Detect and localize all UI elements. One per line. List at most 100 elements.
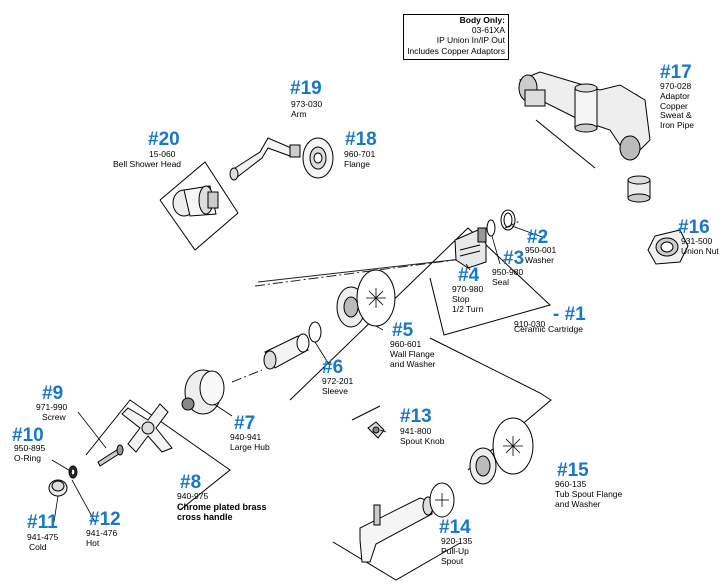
body-only-box: Body Only: 03-61XA IP Union In/IP Out In…: [403, 14, 509, 60]
part-3-pn: 950-980: [492, 267, 524, 277]
part-13-label: 941-800 Spout Knob: [400, 426, 445, 447]
washer-shape: [500, 209, 516, 231]
part-10-number: #10: [12, 425, 44, 446]
part-15-desc1: Tub Spout Flange: [555, 488, 623, 499]
part-17-pn: 970-028: [660, 81, 692, 91]
pull-up-spout-shape: [359, 496, 434, 563]
part-4-label: 970-980 Stop 1/2 Turn: [452, 284, 484, 314]
bell-shower-head-shape: [172, 185, 219, 217]
part-7-label: 940-941 Large Hub: [230, 432, 270, 453]
part-14-label: 920-135 Pull-Up Spout: [441, 536, 473, 566]
part-15-label: 960-135 Tub Spout Flange and Washer: [555, 479, 623, 509]
adaptor-shape: [627, 175, 651, 203]
part-18-number: #18: [345, 129, 377, 150]
part-11-number: #11: [27, 512, 58, 533]
part-18-pn: 960-701: [344, 149, 376, 159]
part-4-desc2: 1/2 Turn: [452, 303, 484, 314]
part-12-desc: Hot: [86, 537, 100, 548]
part-17-number: #17: [660, 62, 692, 83]
part-17-desc3: Sweat &: [660, 110, 692, 121]
group-outlines: [85, 119, 596, 581]
part-7-pn: 940-941: [230, 432, 262, 442]
shower-flange-shape: [302, 137, 334, 179]
part-14-number: #14: [439, 517, 471, 538]
large-hub-shape: [181, 369, 225, 415]
part-6-label: 972-201 Sleeve: [322, 376, 354, 397]
body-only-title: Body Only:: [459, 15, 505, 25]
part-4-pn: 970-980: [452, 284, 484, 294]
part-1-number: - #1: [553, 304, 586, 325]
part-1-pn-label: 910-030: [514, 314, 545, 332]
part-2-number: #2: [527, 227, 549, 248]
part-6-number: #6: [322, 357, 344, 378]
part-10-label: 950-895 O-Ring: [14, 443, 46, 464]
shower-arm-shape: [229, 137, 301, 181]
part-3-number: #3: [503, 248, 525, 269]
part-6-pn: 972-201: [322, 376, 354, 386]
part-17-desc2: Copper: [660, 100, 688, 111]
part-5-pn: 960-601: [390, 339, 422, 349]
body-only-union: IP Union In/IP Out: [436, 35, 505, 46]
part-16-label: 931-500 Union Nut: [681, 236, 719, 257]
index-button-shape: [48, 479, 68, 497]
part-5-desc2: and Washer: [390, 358, 436, 369]
part-11-pn: 941-475: [27, 532, 59, 542]
part-14-pn: 920-135: [441, 536, 473, 546]
part-11-label: 941-475 Cold: [27, 532, 59, 553]
sleeve-shape: [263, 333, 310, 370]
part-19-number: #19: [290, 78, 322, 99]
sleeve-oring-shape: [308, 321, 322, 343]
part-15-number: #15: [557, 460, 589, 481]
part-7-desc: Large Hub: [230, 441, 270, 452]
part-11-desc: Cold: [29, 541, 47, 552]
part-9-pn: 971-990: [36, 402, 68, 412]
part-10-desc: O-Ring: [14, 452, 41, 463]
part-15-desc2: and Washer: [555, 498, 601, 509]
part-3-label: 950-980 Seal: [492, 267, 524, 288]
cartridge-shape: [454, 227, 487, 269]
part-5-label: 960-601 Wall Flange and Washer: [390, 339, 436, 369]
part-6-desc: Sleeve: [322, 385, 348, 396]
cross-handle-shape: [121, 403, 173, 453]
part-4-desc1: Stop: [452, 293, 470, 304]
part-9-label: 971-990 Screw: [36, 402, 68, 423]
part-1-pn: 910-030: [514, 319, 546, 329]
part-9-desc: Screw: [42, 411, 66, 422]
part-13-pn: 941-800: [400, 426, 432, 436]
part-8-pn: 940-975: [177, 491, 209, 501]
part-20-label: 15-060 Bell Shower Head: [113, 149, 181, 170]
part-8-number: #8: [180, 472, 202, 493]
part-9-number: #9: [42, 383, 64, 404]
part-3-desc: Seal: [492, 276, 510, 287]
leader-lines: [51, 225, 546, 523]
part-13-desc: Spout Knob: [400, 435, 445, 446]
part-16-number: #16: [678, 217, 710, 238]
wall-flange-shape: [336, 269, 396, 328]
part-19-desc: Arm: [291, 108, 307, 119]
part-20-number: #20: [148, 129, 180, 150]
part-12-pn: 941-476: [86, 528, 118, 538]
part-2-label: 950-001 Washer: [525, 245, 557, 266]
part-1-desc: Ceramic Cartridge: [514, 324, 583, 334]
part-12-number: #12: [89, 509, 121, 530]
part-17-label: 970-028 Adaptor Copper Sweat & Iron Pipe: [660, 81, 695, 131]
part-13-number: #13: [400, 406, 432, 427]
part-5-number: #5: [392, 320, 414, 341]
part-16-pn: 931-500: [681, 236, 713, 246]
part-19-label: 973-030 Arm: [291, 99, 323, 120]
union-nut-shape: [647, 229, 689, 265]
part-18-desc: Flange: [344, 158, 370, 169]
part-4-number: #4: [458, 265, 480, 286]
body-only-adaptors: Includes Copper Adaptors: [407, 45, 505, 56]
part-8-desc1: Chrome plated brass: [177, 501, 267, 512]
part-16-desc: Union Nut: [681, 245, 719, 256]
seal-shape: [486, 219, 496, 237]
part-5-desc1: Wall Flange: [390, 348, 435, 359]
part-2-pn: 950-001: [525, 245, 557, 255]
body-only-partnumber: 03-61XA: [471, 25, 505, 36]
part-17-desc4: Iron Pipe: [660, 120, 695, 131]
part-19-pn: 973-030: [291, 99, 323, 109]
part-14-desc1: Pull-Up: [441, 545, 469, 556]
part-2-desc: Washer: [525, 254, 554, 265]
part-10-pn: 950-895: [14, 443, 46, 453]
